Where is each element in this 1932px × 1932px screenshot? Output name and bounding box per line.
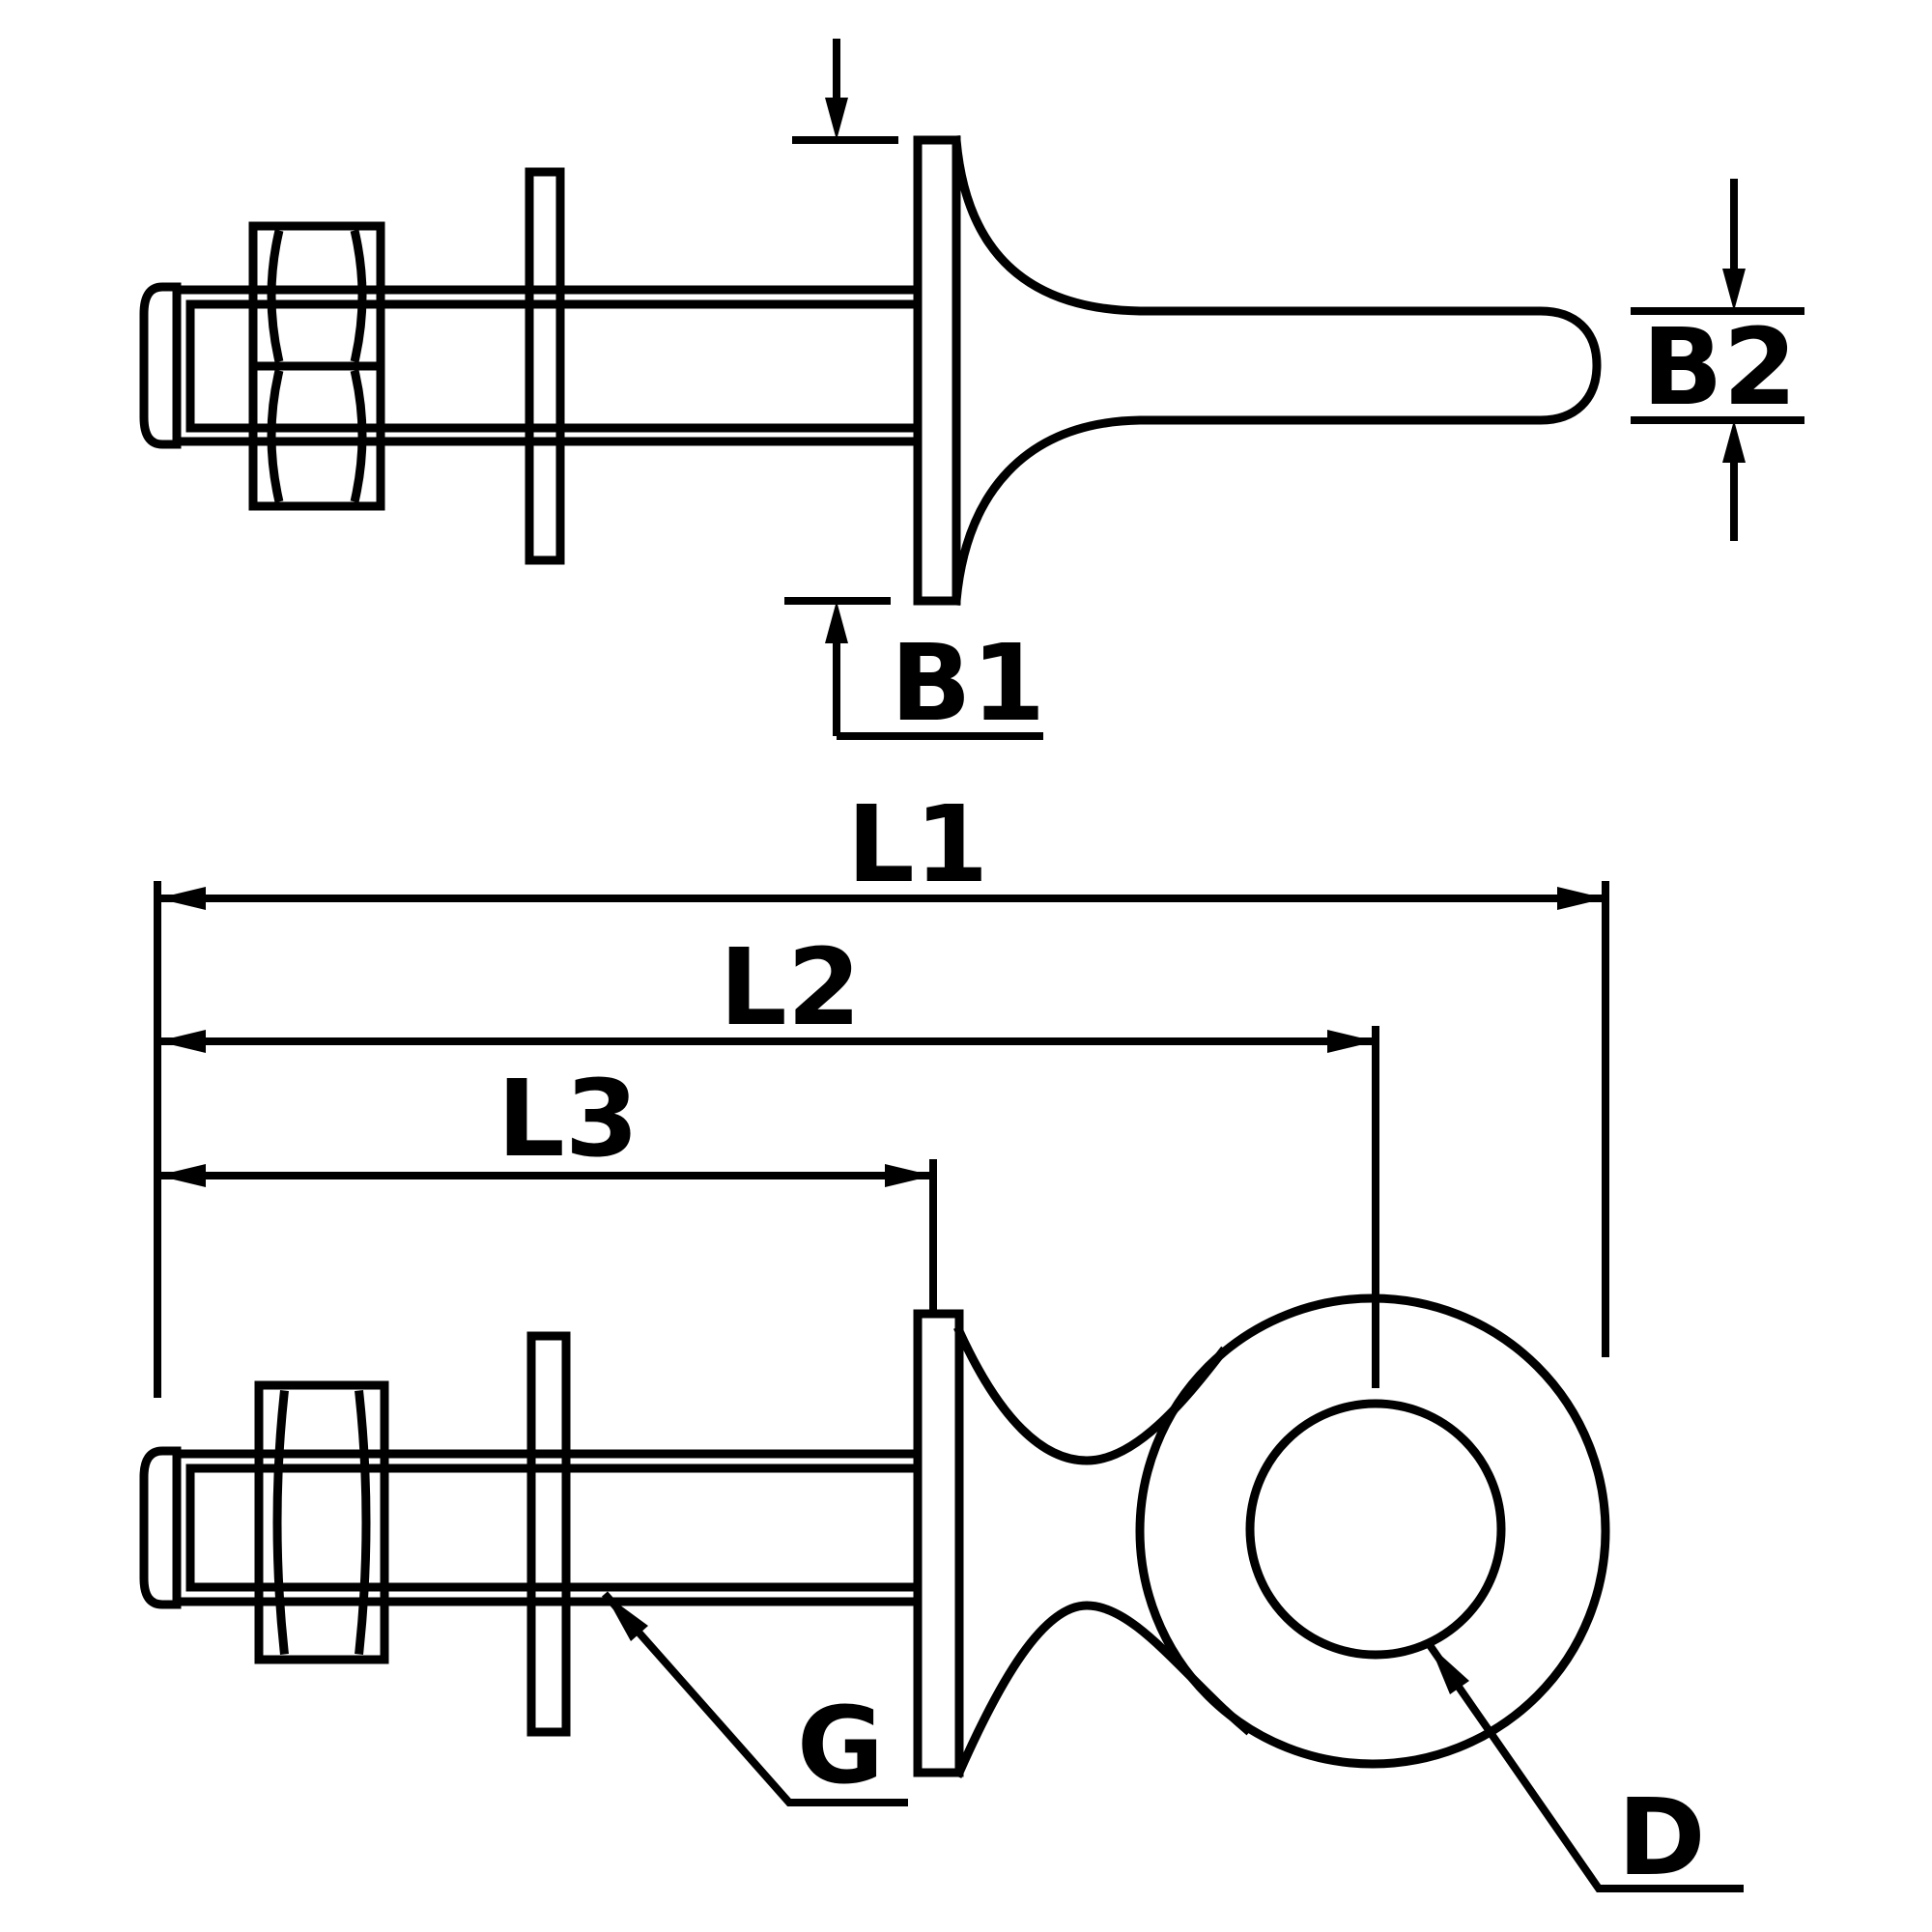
b2-label: B2 xyxy=(1642,305,1797,429)
side-view: B1 B2 xyxy=(139,39,1804,745)
dimension-l3: L3 xyxy=(157,1057,937,1312)
l1-right-arrowhead xyxy=(1557,887,1605,910)
bolt-tip xyxy=(139,282,182,449)
g-leader-line xyxy=(602,1591,908,1806)
washer xyxy=(525,167,565,565)
b2-upper-arrowhead xyxy=(1722,269,1746,311)
dimension-b2: B2 xyxy=(1631,179,1804,541)
d-label: D xyxy=(1617,1776,1705,1899)
l3-left-arrowhead xyxy=(157,1164,206,1187)
d-leader-line xyxy=(1426,1642,1744,1892)
l3-label: L3 xyxy=(497,1057,639,1180)
flange-plate xyxy=(913,1309,964,1777)
b2-lower-arrowhead xyxy=(1722,420,1746,463)
g-label: G xyxy=(797,1684,884,1807)
dimension-l2: L2 xyxy=(157,925,1379,1388)
flange-plate xyxy=(913,135,961,606)
l2-right-arrowhead xyxy=(1327,1030,1376,1053)
dimension-l1: L1 xyxy=(157,782,1609,1357)
bolt-tip xyxy=(139,1446,182,1609)
hex-nut-chamfer-arcs xyxy=(272,1390,371,1655)
b1-label: B1 xyxy=(891,621,1045,745)
thread-lines xyxy=(185,299,917,433)
leader-d: D xyxy=(1426,1642,1744,1899)
b1-lower-arrow-line xyxy=(833,618,1043,740)
shank-outline xyxy=(172,1449,923,1606)
l2-left-arrowhead xyxy=(157,1030,206,1053)
b1-upper-arrowhead xyxy=(825,98,848,140)
eye-tongue-profile xyxy=(952,135,1602,606)
eye-hole xyxy=(1245,1399,1506,1660)
hex-nut xyxy=(248,221,385,511)
washer xyxy=(526,1331,571,1737)
dimension-b1: B1 xyxy=(784,39,1045,745)
leader-g: G xyxy=(602,1591,908,1807)
l3-right-arrowhead xyxy=(885,1164,933,1187)
l2-label: L2 xyxy=(720,925,862,1049)
shank-outline xyxy=(172,285,923,446)
hex-nut xyxy=(254,1380,389,1664)
hex-nut-body xyxy=(254,1380,389,1664)
l1-left-arrowhead xyxy=(157,887,206,910)
l1-label: L1 xyxy=(847,782,989,906)
plan-view: L1 L2 L3 G D xyxy=(139,782,1744,1899)
hex-nut-chamfer-arcs xyxy=(267,229,367,503)
thread-lines xyxy=(185,1463,917,1592)
